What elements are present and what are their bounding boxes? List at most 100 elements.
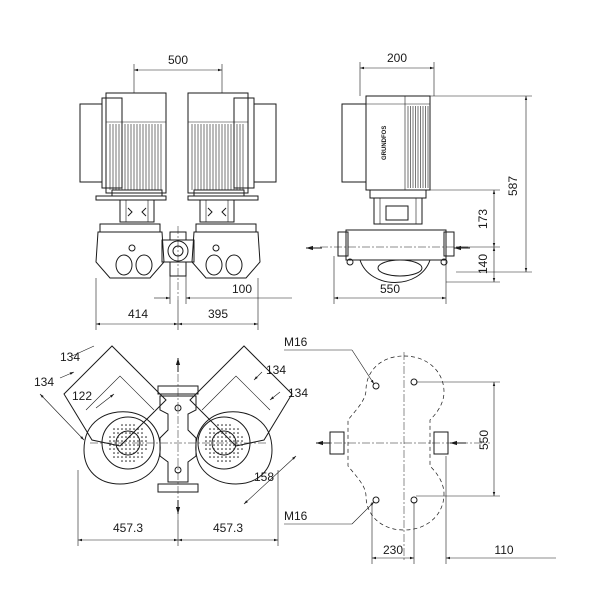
impeller-hole <box>213 452 215 454</box>
impeller-hole <box>237 432 239 434</box>
impeller-hole <box>229 460 231 462</box>
impeller-hole <box>209 456 211 458</box>
impeller-hole <box>141 436 143 438</box>
impeller-hole <box>125 444 127 446</box>
impeller-hole <box>117 452 119 454</box>
impeller-hole <box>121 428 123 430</box>
plan-dimensions: M16 M16 550 230 110 <box>284 335 556 564</box>
impeller-hole <box>233 452 235 454</box>
impeller-hole <box>117 456 119 458</box>
impeller-hole <box>229 440 231 442</box>
impeller-hole <box>129 448 131 450</box>
impeller-hole <box>213 444 215 446</box>
impeller-hole <box>145 444 147 446</box>
impeller-hole <box>241 436 243 438</box>
impeller-hole <box>221 436 223 438</box>
impeller-hole <box>137 436 139 438</box>
impeller-hole <box>133 424 135 426</box>
dim-side-flange-height: 173 <box>476 209 490 229</box>
impeller-hole <box>225 452 227 454</box>
impeller-hole <box>225 428 227 430</box>
impeller-hole <box>121 448 123 450</box>
base-plan-view: M16 M16 550 230 110 <box>284 335 556 564</box>
impeller-hole <box>145 448 147 450</box>
impeller-hole <box>125 432 127 434</box>
impeller-hole <box>133 448 135 450</box>
impeller-hole <box>133 452 135 454</box>
impeller-hole <box>229 444 231 446</box>
impeller-hole <box>237 440 239 442</box>
impeller-hole <box>117 436 119 438</box>
impeller-hole <box>221 460 223 462</box>
dim-front-right: 395 <box>208 307 228 321</box>
impeller-hole <box>129 436 131 438</box>
impeller-hole <box>113 448 115 450</box>
impeller-hole <box>217 436 219 438</box>
impeller-hole <box>221 432 223 434</box>
dim-side-total-height: 587 <box>506 176 520 196</box>
impeller-hole <box>229 456 231 458</box>
impeller-hole <box>225 424 227 426</box>
dim-top-flange-a: 134 <box>60 350 80 364</box>
impeller-hole <box>113 436 115 438</box>
impeller-hole <box>141 448 143 450</box>
impeller-hole <box>229 432 231 434</box>
dim-motor-spacing: 500 <box>168 53 188 67</box>
impeller-hole <box>109 436 111 438</box>
dim-top-right-a: 134 <box>266 363 286 377</box>
impeller-hole <box>213 432 215 434</box>
impeller-hole <box>229 428 231 430</box>
impeller-hole <box>141 428 143 430</box>
impeller-hole <box>217 440 219 442</box>
impeller-hole <box>113 440 115 442</box>
impeller-hole <box>205 436 207 438</box>
left-motor <box>79 92 167 223</box>
dim-side-base-length: 550 <box>380 282 400 296</box>
impeller-hole <box>233 432 235 434</box>
impeller-hole <box>209 440 211 442</box>
impeller-hole <box>117 444 119 446</box>
impeller-hole <box>137 448 139 450</box>
impeller-hole <box>125 436 127 438</box>
impeller-hole <box>141 456 143 458</box>
impeller-hole <box>217 460 219 462</box>
impeller-hole <box>133 460 135 462</box>
impeller-hole <box>125 460 127 462</box>
impeller-hole <box>221 440 223 442</box>
impeller-hole <box>213 436 215 438</box>
impeller-hole <box>125 440 127 442</box>
impeller-hole <box>233 444 235 446</box>
dim-plan-offset: 230 <box>383 543 403 557</box>
impeller-hole <box>237 452 239 454</box>
plan-thread-bottom: M16 <box>284 509 308 523</box>
impeller-hole <box>229 452 231 454</box>
impeller-hole <box>205 440 207 442</box>
impeller-hole <box>213 428 215 430</box>
impeller-hole <box>241 440 243 442</box>
impeller-hole <box>217 424 219 426</box>
impeller-hole <box>129 452 131 454</box>
dim-top-right-half: 457.3 <box>213 521 243 535</box>
dim-plan-height: 550 <box>477 430 491 450</box>
dim-side-width: 200 <box>387 51 407 65</box>
impeller-hole <box>121 452 123 454</box>
impeller-hole <box>113 444 115 446</box>
impeller-hole <box>129 428 131 430</box>
front-view: 500 414 395 100 <box>79 53 292 330</box>
impeller-hole <box>117 440 119 442</box>
dim-top-flange-b: 134 <box>34 375 54 389</box>
impeller-hole <box>209 448 211 450</box>
impeller-hole <box>241 448 243 450</box>
right-motor <box>187 92 277 223</box>
impeller-hole <box>145 440 147 442</box>
impeller-hole <box>225 436 227 438</box>
dim-front-left: 414 <box>128 307 148 321</box>
top-view: 134 134 122 134 134 158 457.3 457.3 <box>34 345 308 546</box>
impeller-hole <box>225 460 227 462</box>
impeller-hole <box>237 436 239 438</box>
impeller-hole <box>141 440 143 442</box>
impeller-hole <box>137 456 139 458</box>
impeller-hole <box>225 440 227 442</box>
dim-side-base-height: 140 <box>476 254 490 274</box>
impeller-hole <box>109 444 111 446</box>
